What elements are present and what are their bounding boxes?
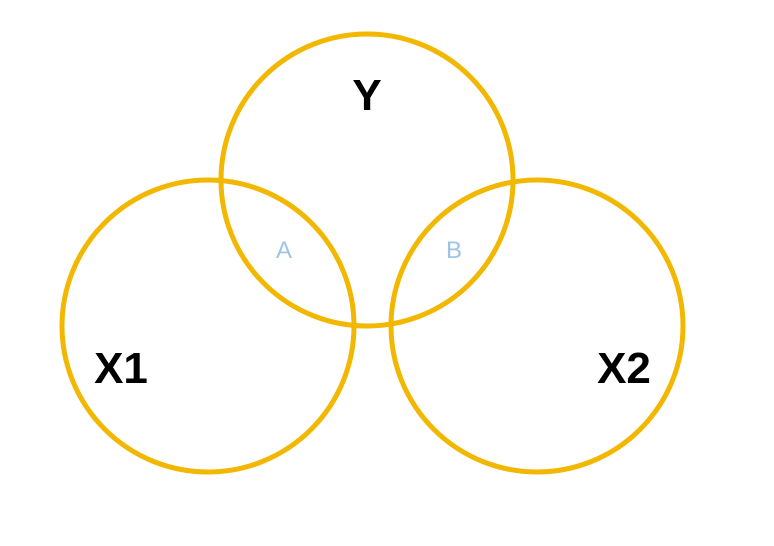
region-label-a: A [276,237,292,264]
set-circle-x1 [59,177,357,475]
set-circle-x2 [388,177,686,475]
region-label-b: B [446,237,462,264]
set-label-x1: X1 [94,344,148,393]
set-label-y: Y [352,71,381,120]
set-label-x2: X2 [597,344,651,393]
